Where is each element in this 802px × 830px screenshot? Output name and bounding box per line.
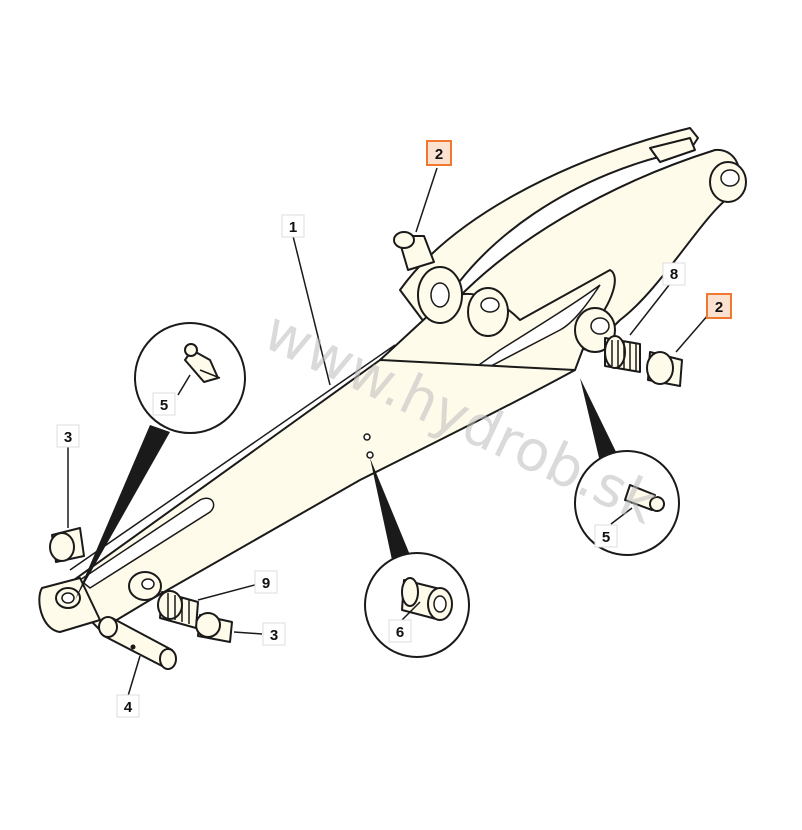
bushing-right bbox=[646, 351, 683, 387]
label-part-6: 6 bbox=[388, 619, 412, 643]
label-part-8: 8 bbox=[662, 262, 686, 286]
boom-arm bbox=[38, 127, 747, 633]
label-part-1-text: 1 bbox=[289, 219, 297, 236]
label-part-2-right: 2 bbox=[706, 293, 732, 319]
label-part-5-left: 5 bbox=[152, 392, 176, 416]
label-part-5-right-text: 5 bbox=[602, 529, 610, 546]
label-part-8-text: 8 bbox=[670, 266, 678, 283]
bushing-bottom bbox=[195, 612, 233, 643]
label-part-9: 9 bbox=[254, 570, 278, 594]
label-part-2-top: 2 bbox=[426, 140, 452, 166]
threaded-bushing-9 bbox=[157, 590, 199, 629]
label-part-3-bottom-text: 3 bbox=[270, 627, 278, 644]
label-part-3-bottom: 3 bbox=[262, 622, 286, 646]
label-part-2-right-text: 2 bbox=[715, 299, 723, 316]
label-part-5-right: 5 bbox=[594, 524, 618, 548]
label-part-3-left-text: 3 bbox=[64, 429, 72, 446]
label-part-4: 4 bbox=[116, 694, 140, 718]
bushing-left bbox=[49, 527, 85, 563]
label-part-5-left-text: 5 bbox=[160, 397, 168, 414]
threaded-bushing-8 bbox=[604, 335, 641, 373]
leader-lines bbox=[67, 167, 716, 697]
label-part-1: 1 bbox=[281, 214, 305, 238]
label-part-2-top-text: 2 bbox=[435, 146, 443, 163]
label-part-4-text: 4 bbox=[124, 699, 133, 716]
pin-4 bbox=[98, 616, 177, 670]
bushing-top bbox=[393, 231, 435, 271]
label-part-6-text: 6 bbox=[396, 624, 404, 641]
label-part-9-text: 9 bbox=[262, 575, 270, 592]
callout-bushing-6 bbox=[364, 458, 470, 658]
label-part-3-left: 3 bbox=[56, 424, 80, 448]
